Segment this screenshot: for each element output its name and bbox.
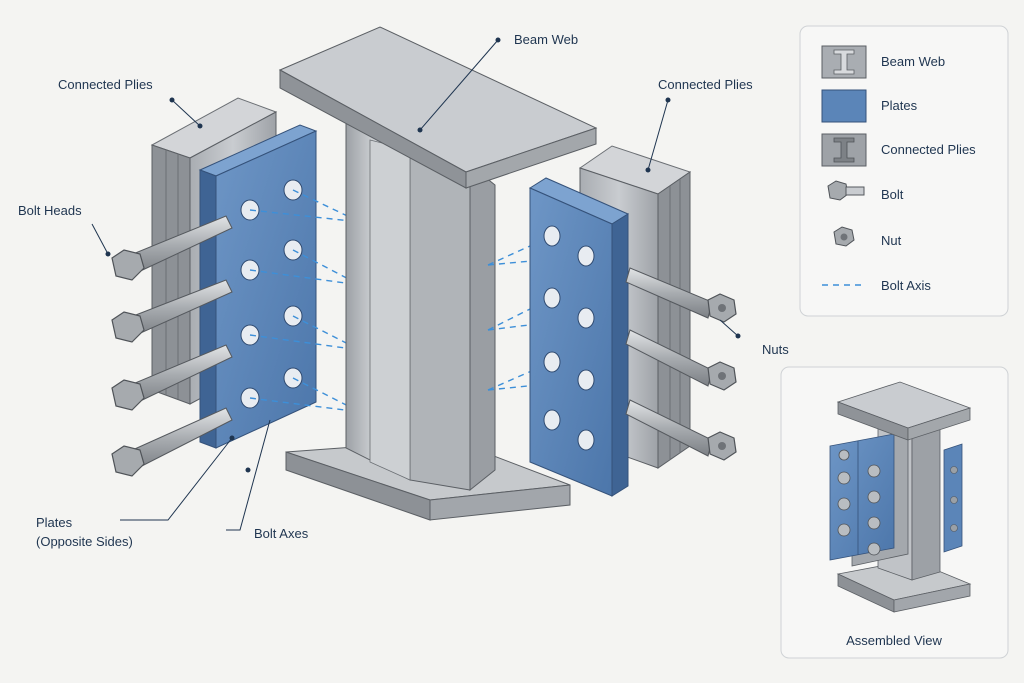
callout-nuts: Nuts <box>762 342 789 357</box>
nut-icon <box>833 226 855 247</box>
nut <box>625 329 737 391</box>
i-beam <box>278 26 598 521</box>
left-bolts <box>111 215 233 477</box>
nut <box>625 399 737 461</box>
bolt <box>111 215 233 281</box>
right-bolts-nuts <box>625 267 737 461</box>
connected-plies-swatch-icon <box>821 133 867 167</box>
legend-label-bolt-axis: Bolt Axis <box>881 278 931 293</box>
beam-web-swatch-icon <box>821 45 867 79</box>
callout-bolt-heads: Bolt Heads <box>18 203 82 218</box>
legend-label-connected-plies: Connected Plies <box>881 142 976 157</box>
legend-label-plates: Plates <box>881 98 918 113</box>
leader-lines <box>91 39 739 531</box>
leader-dots <box>105 37 741 473</box>
bolt <box>111 279 233 343</box>
bolt <box>111 407 233 477</box>
legend-label-bolt: Bolt <box>881 187 904 202</box>
callout-bolt-axes: Bolt Axes <box>254 526 309 541</box>
left-bolt-axes <box>249 189 361 413</box>
inset-caption: Assembled View <box>846 633 942 648</box>
assembled-view-inset: Assembled View <box>780 366 1009 659</box>
plate-swatch-icon <box>821 89 867 123</box>
callout-connected-plies-left: Connected Plies <box>58 77 153 92</box>
callout-connected-plies-right: Connected Plies <box>658 77 753 92</box>
bolt-icon <box>827 180 865 201</box>
callout-plates-sub: (Opposite Sides) <box>36 534 133 549</box>
callout-plates: Plates <box>36 515 73 530</box>
legend-panel: Beam Web Plates Connected Plies Bolt Nut… <box>799 25 1009 317</box>
callout-beam-web: Beam Web <box>514 32 578 47</box>
right-plate <box>528 177 630 497</box>
legend-label-beam-web: Beam Web <box>881 54 945 69</box>
nut <box>625 267 737 323</box>
bolt <box>111 344 233 411</box>
legend-label-nut: Nut <box>881 233 902 248</box>
